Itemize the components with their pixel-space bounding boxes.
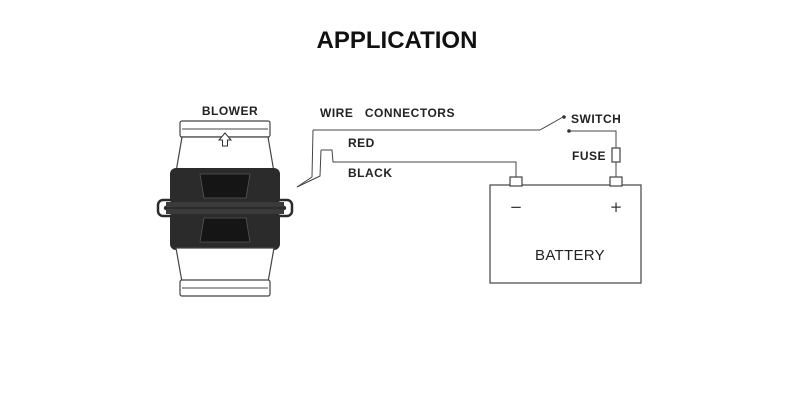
positive-terminal-sign: + xyxy=(610,198,623,216)
fuse xyxy=(611,147,621,163)
negative-terminal-sign: − xyxy=(510,198,523,216)
switch-label: SWITCH xyxy=(571,112,621,126)
red-wire-label: RED xyxy=(348,136,375,150)
battery xyxy=(489,176,642,284)
black-wire-label: BLACK xyxy=(348,166,393,180)
fuse-label: FUSE xyxy=(572,149,606,163)
page-title: APPLICATION xyxy=(317,27,478,54)
blower-label: BLOWER xyxy=(202,104,258,118)
wire-connectors-label: WIRE CONNECTORS xyxy=(320,106,455,120)
up-arrow-icon xyxy=(217,132,233,147)
wiring xyxy=(296,129,617,188)
switch xyxy=(539,115,571,133)
blower xyxy=(156,120,294,297)
battery-label: BATTERY xyxy=(535,247,605,264)
